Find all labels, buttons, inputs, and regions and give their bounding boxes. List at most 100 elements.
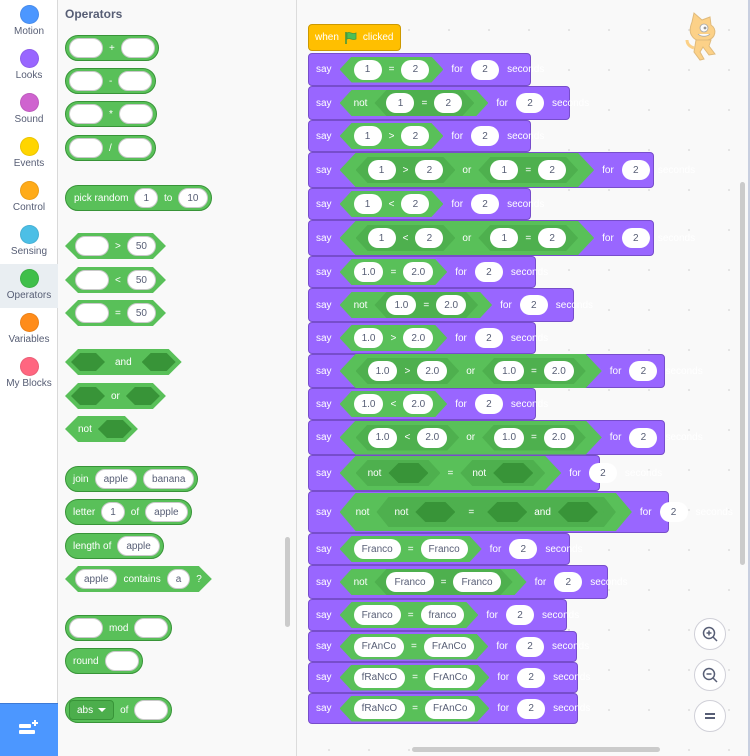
equals-operator[interactable]: 1=2 [478, 225, 578, 251]
value-input[interactable]: 2 [538, 228, 566, 248]
value-input[interactable]: 1 [490, 228, 518, 248]
value-input[interactable]: franco [421, 605, 465, 625]
text-input[interactable]: apple [145, 502, 188, 522]
equals-operator[interactable]: Franco=Franco [340, 536, 482, 562]
value-input[interactable]: 1.0 [368, 361, 398, 381]
boolean-slot[interactable] [487, 502, 527, 522]
zoom-in-button[interactable] [694, 618, 726, 650]
input-slot[interactable] [117, 138, 152, 158]
seconds-input[interactable]: 2 [629, 361, 658, 381]
input-slot[interactable] [75, 303, 109, 323]
seconds-input[interactable]: 2 [554, 572, 583, 592]
value-input[interactable]: 1.0 [368, 428, 398, 448]
equals-operator[interactable]: fRaNcO=FrAnCo [340, 696, 490, 722]
function-dropdown[interactable]: abs [69, 700, 115, 720]
value-input[interactable]: FrAnCo [354, 637, 404, 657]
not-operator[interactable]: not [356, 460, 441, 486]
workspace-vertical-scrollbar[interactable] [740, 182, 745, 565]
value-input[interactable]: 50 [127, 236, 156, 256]
equals-operator[interactable]: 1=2 [374, 90, 474, 116]
value-input[interactable]: 1.0 [354, 394, 384, 414]
seconds-input[interactable]: 2 [517, 698, 546, 719]
equals-operator[interactable]: fRaNcO=FrAnCo [340, 665, 490, 691]
seconds-input[interactable]: 2 [474, 262, 503, 282]
boolean-slot[interactable] [558, 502, 598, 522]
text-input[interactable]: a [167, 569, 191, 589]
equals-block[interactable]: =50 [65, 300, 166, 326]
equals-operator[interactable]: not=not [340, 456, 562, 490]
value-input[interactable]: 1.0 [494, 428, 524, 448]
boolean-slot[interactable] [388, 463, 428, 483]
seconds-input[interactable]: 2 [659, 502, 688, 522]
value-input[interactable]: Franco [354, 605, 401, 625]
seconds-input[interactable]: 2 [621, 160, 650, 180]
boolean-slot[interactable] [493, 463, 533, 483]
value-input[interactable]: 2.0 [403, 328, 433, 348]
equals-operator[interactable]: 1=2 [478, 157, 578, 183]
zoom-out-button[interactable] [694, 659, 726, 691]
value-input[interactable]: fRaNcO [354, 668, 406, 688]
input-slot[interactable] [69, 38, 103, 58]
input-slot[interactable] [69, 71, 103, 91]
less-than-operator[interactable]: 1.0<2.0 [340, 391, 448, 417]
seconds-input[interactable]: 2 [471, 194, 500, 214]
add-block[interactable]: + [65, 35, 159, 61]
value-input[interactable]: FrAnCo [425, 668, 475, 688]
value-input[interactable]: fRaNcO [354, 699, 406, 719]
value-input[interactable]: Franco [421, 539, 468, 559]
input-slot[interactable] [69, 104, 103, 124]
value-input[interactable]: 1 [368, 160, 396, 180]
category-variables[interactable]: Variables [0, 308, 58, 352]
greater-than-block[interactable]: >50 [65, 233, 166, 259]
less-than-operator[interactable]: 1.0<2.0 [356, 425, 460, 451]
boolean-slot[interactable] [98, 420, 132, 438]
value-input[interactable]: 2 [538, 160, 566, 180]
value-input[interactable]: 2.0 [403, 394, 433, 414]
or-block[interactable]: or [65, 383, 166, 409]
equals-operator[interactable]: 1.0=2.0 [482, 358, 586, 384]
seconds-input[interactable]: 2 [519, 295, 548, 315]
seconds-input[interactable]: 2 [471, 59, 500, 80]
input-slot[interactable] [104, 651, 139, 671]
less-than-operator[interactable]: 1<2 [340, 191, 444, 217]
greater-than-operator[interactable]: 1.0>2.0 [340, 325, 448, 351]
and-operator[interactable]: and [481, 499, 604, 525]
seconds-input[interactable]: 2 [509, 539, 538, 559]
equals-operator[interactable]: Franco=Franco [374, 569, 512, 595]
divide-block[interactable]: / [65, 135, 156, 161]
less-than-operator[interactable]: 1<2 [356, 225, 456, 251]
boolean-slot[interactable] [415, 502, 455, 522]
input-slot[interactable] [134, 700, 169, 720]
seconds-input[interactable]: 2 [471, 126, 500, 146]
index-input[interactable]: 1 [101, 502, 125, 522]
equals-operator[interactable]: Franco=franco [340, 602, 479, 628]
value-input[interactable]: 2.0 [403, 262, 433, 282]
value-input[interactable]: FrAnCo [425, 699, 475, 719]
input-slot[interactable] [69, 138, 103, 158]
category-control[interactable]: Control [0, 176, 58, 220]
less-than-block[interactable]: <50 [65, 267, 166, 293]
category-events[interactable]: Events [0, 132, 58, 176]
equals-operator[interactable]: 1.0=2.0 [374, 292, 478, 318]
greater-than-operator[interactable]: 1>2 [356, 157, 456, 183]
seconds-input[interactable]: 2 [588, 463, 617, 483]
